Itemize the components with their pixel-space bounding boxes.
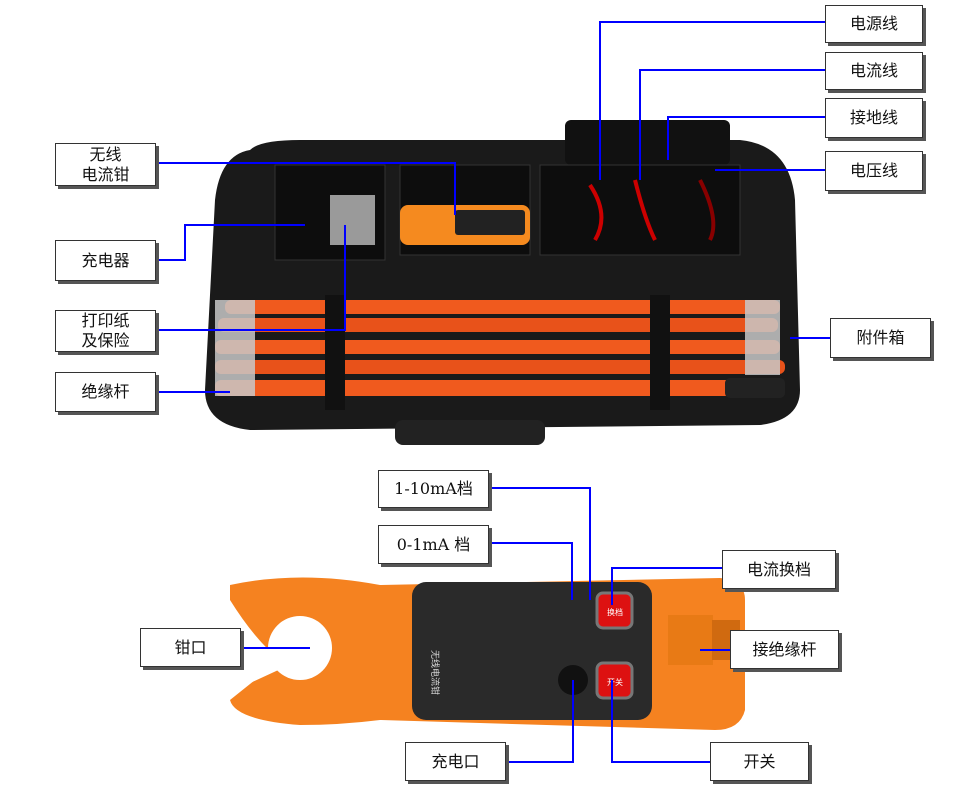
label-current-cable: 电流线 — [825, 52, 923, 90]
wireless-current-clamp — [230, 577, 745, 730]
leader-lines — [155, 21, 830, 763]
label-rod-connector: 接绝缘杆 — [730, 630, 839, 669]
label-wireless-clamp-line1: 无线 — [89, 144, 122, 164]
label-range-low: 0-1mA 档 — [378, 525, 489, 564]
label-wireless-clamp: 无线 电流钳 — [55, 143, 156, 186]
label-wireless-clamp-line2: 电流钳 — [81, 164, 130, 184]
label-power-switch: 开关 — [710, 742, 809, 781]
label-voltage-cable: 电压线 — [825, 151, 923, 191]
label-power-cable: 电源线 — [825, 5, 923, 43]
device-panel-title: 无线电流钳 — [429, 650, 441, 695]
insulating-poles — [215, 295, 785, 410]
label-jaw: 钳口 — [140, 628, 241, 667]
label-accessory-case: 附件箱 — [830, 318, 931, 358]
label-charge-port: 充电口 — [405, 742, 506, 781]
label-paper-line2: 及保险 — [81, 331, 130, 350]
label-ground-cable: 接地线 — [825, 98, 923, 138]
range-button[interactable]: 换档 — [607, 607, 623, 617]
label-insulating-rod: 绝缘杆 — [55, 372, 156, 412]
power-button[interactable]: 开关 — [607, 677, 623, 687]
label-paper-line1: 打印纸 — [81, 311, 130, 330]
label-range-high: 1-10mA档 — [378, 470, 489, 508]
label-charger: 充电器 — [55, 240, 156, 281]
label-range-switch: 电流换档 — [722, 550, 836, 589]
accessory-bag — [205, 120, 800, 445]
label-paper-fuse: 打印纸 及保险 — [55, 310, 156, 352]
